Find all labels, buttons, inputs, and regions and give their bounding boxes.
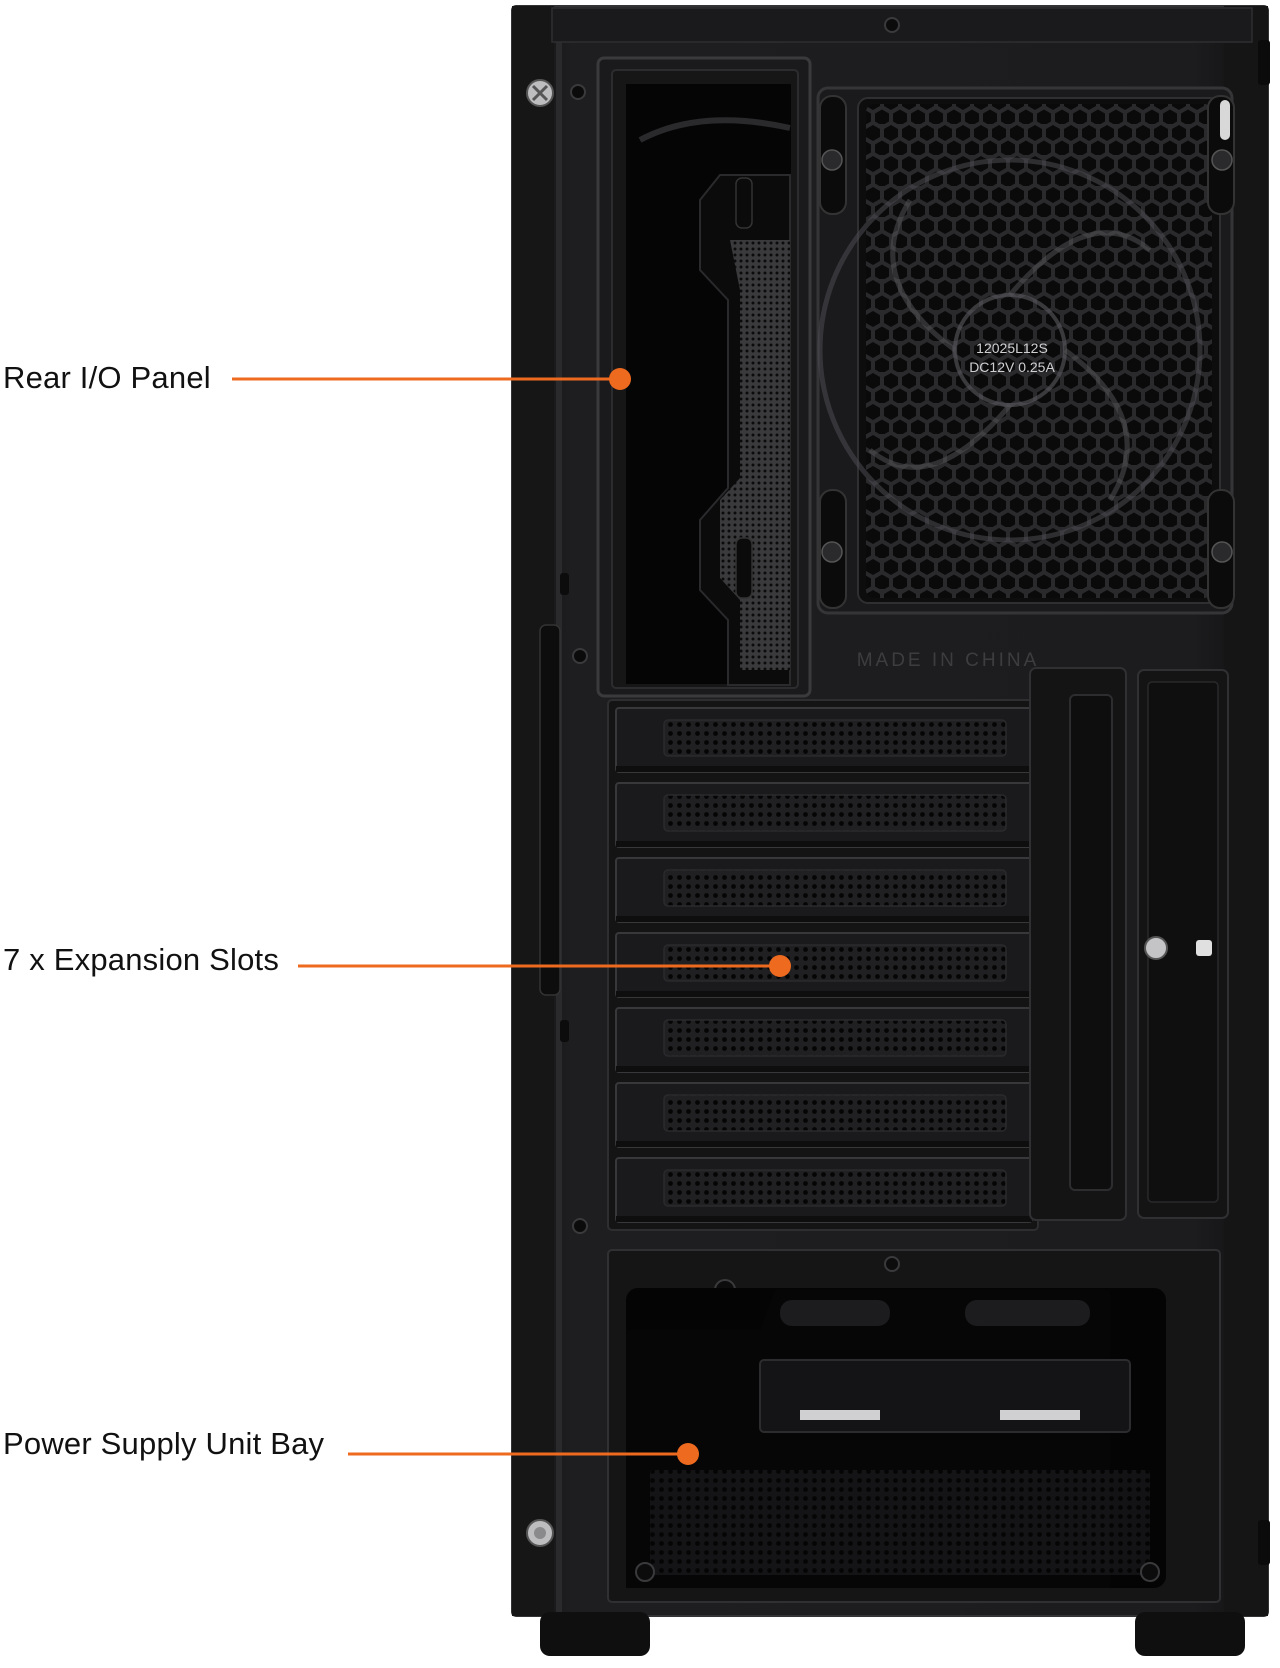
fan-label-line2: DC12V 0.25A — [969, 359, 1055, 375]
expansion-slot-cover — [615, 782, 1033, 848]
callout-label-rear-io-panel: Rear I/O Panel — [3, 360, 211, 395]
callout-line-psu — [348, 1443, 699, 1465]
expansion-slots — [615, 707, 1033, 1223]
made-in-china-stamp: MADE IN CHINA — [857, 650, 1040, 671]
callout-label-psu-bay: Power Supply Unit Bay — [3, 1426, 325, 1461]
exhaust-fan-grille: 12025L12S DC12V 0.25A — [816, 86, 1235, 615]
expansion-slot-cover — [615, 857, 1033, 923]
expansion-slot-cover — [615, 1082, 1033, 1148]
expansion-slot-cover — [615, 1007, 1033, 1073]
callout-dot-slots — [769, 955, 791, 977]
psu-bay — [607, 1249, 1221, 1603]
bracket-panel — [1029, 667, 1229, 1221]
expansion-slot-cover — [615, 707, 1033, 773]
callout-line-rear-io — [232, 368, 631, 390]
callout-line-slots — [298, 955, 791, 977]
callout-dot-rear-io — [609, 368, 631, 390]
expansion-slot-cover — [615, 932, 1033, 998]
expansion-slot-cover — [615, 1157, 1033, 1223]
rear-io-panel — [596, 56, 812, 698]
callout-label-expansion-slots: 7 x Expansion Slots — [3, 942, 280, 977]
fan-label-line1: 12025L12S — [976, 340, 1048, 356]
callout-dot-psu — [677, 1443, 699, 1465]
